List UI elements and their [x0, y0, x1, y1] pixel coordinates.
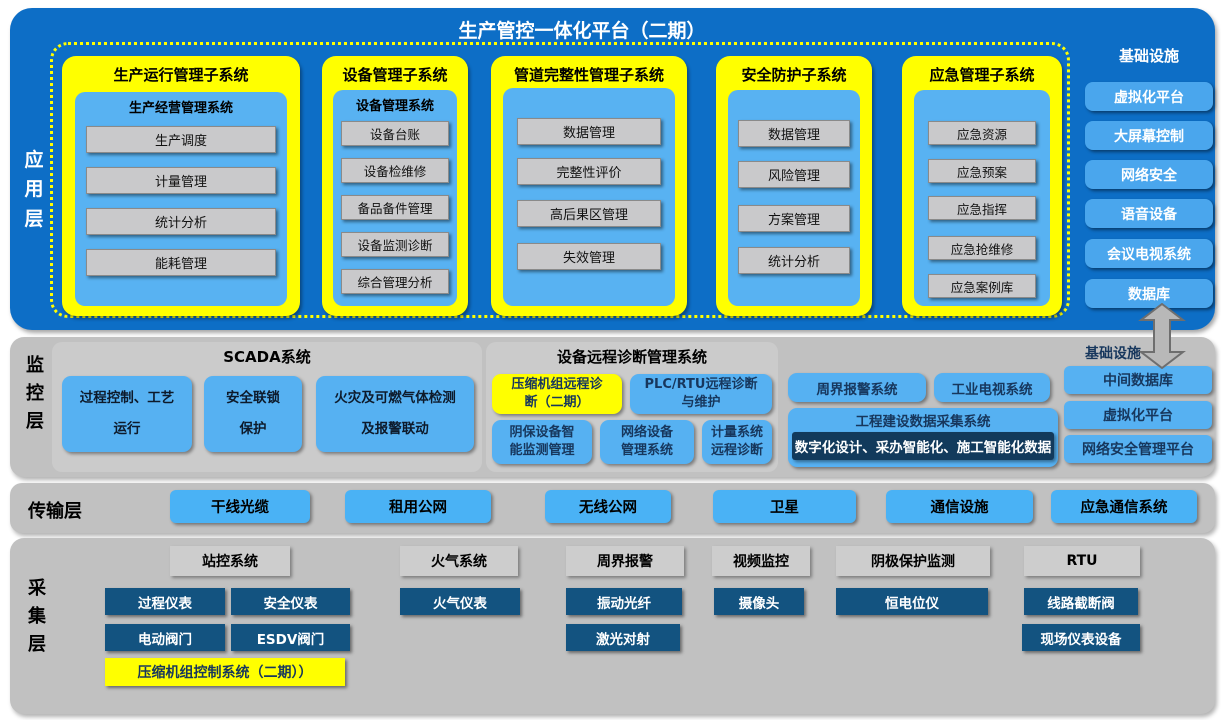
scada-item: 过程控制、工艺 运行 — [62, 376, 192, 452]
app-function-item: 失效管理 — [517, 243, 661, 270]
app-function-item: 风险管理 — [738, 161, 850, 188]
collection-device-item: 线路截断阀 — [1024, 588, 1138, 615]
remote-diag-highlight-item: 压缩机组远程诊 断（二期） — [492, 374, 622, 414]
collection-group-header: 火气系统 — [400, 546, 518, 576]
scada-group-title: SCADA系统 — [223, 347, 311, 366]
scada-item: 火灾及可燃气体检测 及报警联动 — [316, 376, 474, 452]
monitoring-system-item: 周界报警系统 — [788, 373, 926, 402]
subsystem-title: 安全防护子系统 — [741, 65, 847, 84]
app-function-item: 备品备件管理 — [341, 195, 449, 220]
collection-group-header: 周界报警 — [566, 546, 684, 576]
collection-device-item: 安全仪表 — [231, 588, 350, 615]
monitoring-infrastructure-item: 网络安全管理平台 — [1064, 435, 1212, 463]
subsystem-inner-title: 设备管理系统 — [355, 98, 434, 114]
app-infrastructure-item: 大屏幕控制 — [1085, 121, 1213, 150]
app-function-item: 能耗管理 — [86, 249, 276, 276]
transmission-item: 应急通信系统 — [1051, 490, 1197, 523]
app-function-item: 应急指挥 — [928, 196, 1036, 220]
app-function-item: 统计分析 — [738, 247, 850, 274]
app-infrastructure-item: 会议电视系统 — [1085, 239, 1213, 268]
app-function-item: 数据管理 — [517, 118, 661, 145]
app-infrastructure-item: 语音设备 — [1085, 199, 1213, 228]
remote-diag-item: 计量系统 远程诊断 — [702, 420, 772, 464]
collection-device-item: 恒电位仪 — [836, 588, 988, 615]
subsystem-title: 生产运行管理子系统 — [113, 65, 249, 84]
collection-device-item: 过程仪表 — [105, 588, 225, 615]
application-layer-label: 应用层 — [24, 149, 44, 230]
transmission-item: 干线光缆 — [170, 490, 310, 523]
collection-device-item: 火气仪表 — [400, 588, 520, 615]
collection-highlight-item: 压缩机组控制系统（二期）） — [105, 658, 345, 686]
collection-device-item: 现场仪表设备 — [1022, 624, 1140, 651]
app-function-item: 应急案例库 — [928, 274, 1036, 298]
transmission-item: 通信设施 — [886, 490, 1033, 523]
app-infrastructure-item: 网络安全 — [1085, 160, 1213, 189]
collection-group-header: 站控系统 — [170, 546, 290, 576]
data-sync-arrow-icon — [1138, 303, 1186, 369]
subsystems-dotted-frame — [50, 42, 1070, 318]
app-infrastructure-title: 基础设施 — [1118, 46, 1179, 65]
collection-device-item: 摄像头 — [714, 588, 804, 615]
app-function-item: 应急抢维修 — [928, 236, 1036, 260]
collection-device-item: 电动阀门 — [105, 624, 225, 651]
app-function-item: 综合管理分析 — [341, 269, 449, 294]
monitoring-layer-label: 监控层 — [26, 355, 44, 432]
app-function-item: 方案管理 — [738, 205, 850, 232]
transmission-layer-label: 传输层 — [28, 501, 82, 522]
app-function-item: 设备台账 — [341, 121, 449, 146]
collection-device-item: 激光对射 — [566, 624, 680, 651]
app-function-item: 设备检维修 — [341, 158, 449, 183]
app-infrastructure-item: 虚拟化平台 — [1085, 82, 1213, 111]
app-infrastructure-item: 数据库 — [1085, 279, 1213, 308]
collection-group-header: 视频监控 — [712, 546, 810, 576]
subsystem-title: 管道完整性管理子系统 — [513, 65, 664, 84]
app-function-item: 计量管理 — [86, 167, 276, 194]
monitoring-infrastructure-title: 基础设施 — [1085, 346, 1141, 362]
collection-device-item: 振动光纤 — [566, 588, 682, 615]
subsystem-title: 应急管理子系统 — [929, 65, 1035, 84]
remote-diag-item: 阴保设备智 能监测管理 — [492, 420, 592, 464]
app-function-item: 生产调度 — [86, 126, 276, 153]
monitoring-system-item: 工业电视系统 — [934, 373, 1050, 402]
collection-device-item: ESDV阀门 — [231, 624, 350, 651]
scada-item: 安全联锁 保护 — [204, 376, 302, 452]
transmission-item: 无线公网 — [545, 490, 671, 523]
subsystem-title: 设备管理子系统 — [342, 65, 448, 84]
monitoring-infrastructure-item: 中间数据库 — [1064, 366, 1212, 394]
app-function-item: 设备监测诊断 — [341, 232, 449, 257]
collection-group-header: RTU — [1024, 546, 1140, 576]
diagram-title: 生产管控一体化平台（二期） — [458, 19, 706, 42]
transmission-item: 卫星 — [713, 490, 856, 523]
app-function-item: 数据管理 — [738, 120, 850, 147]
construction-data-item: 数字化设计、采办智能化、施工智能化数据 — [792, 432, 1054, 460]
remote-diagnostics-title: 设备远程诊断管理系统 — [556, 347, 707, 366]
app-function-item: 高后果区管理 — [517, 200, 661, 227]
monitoring-infrastructure-item: 虚拟化平台 — [1064, 401, 1212, 429]
subsystem-inner-title: 生产经营管理系统 — [128, 100, 233, 116]
collection-layer-label: 采集层 — [28, 578, 46, 655]
remote-diag-item: PLC/RTU远程诊断 与维护 — [630, 374, 772, 414]
app-function-item: 统计分析 — [86, 208, 276, 235]
app-function-item: 应急预案 — [928, 159, 1036, 183]
construction-data-title: 工程建设数据采集系统 — [855, 414, 991, 430]
app-function-item: 完整性评价 — [517, 158, 661, 185]
app-function-item: 应急资源 — [928, 121, 1036, 145]
remote-diag-item: 网络设备 管理系统 — [600, 420, 694, 464]
transmission-item: 租用公网 — [345, 490, 491, 523]
collection-group-header: 阴极保护监测 — [836, 546, 990, 576]
